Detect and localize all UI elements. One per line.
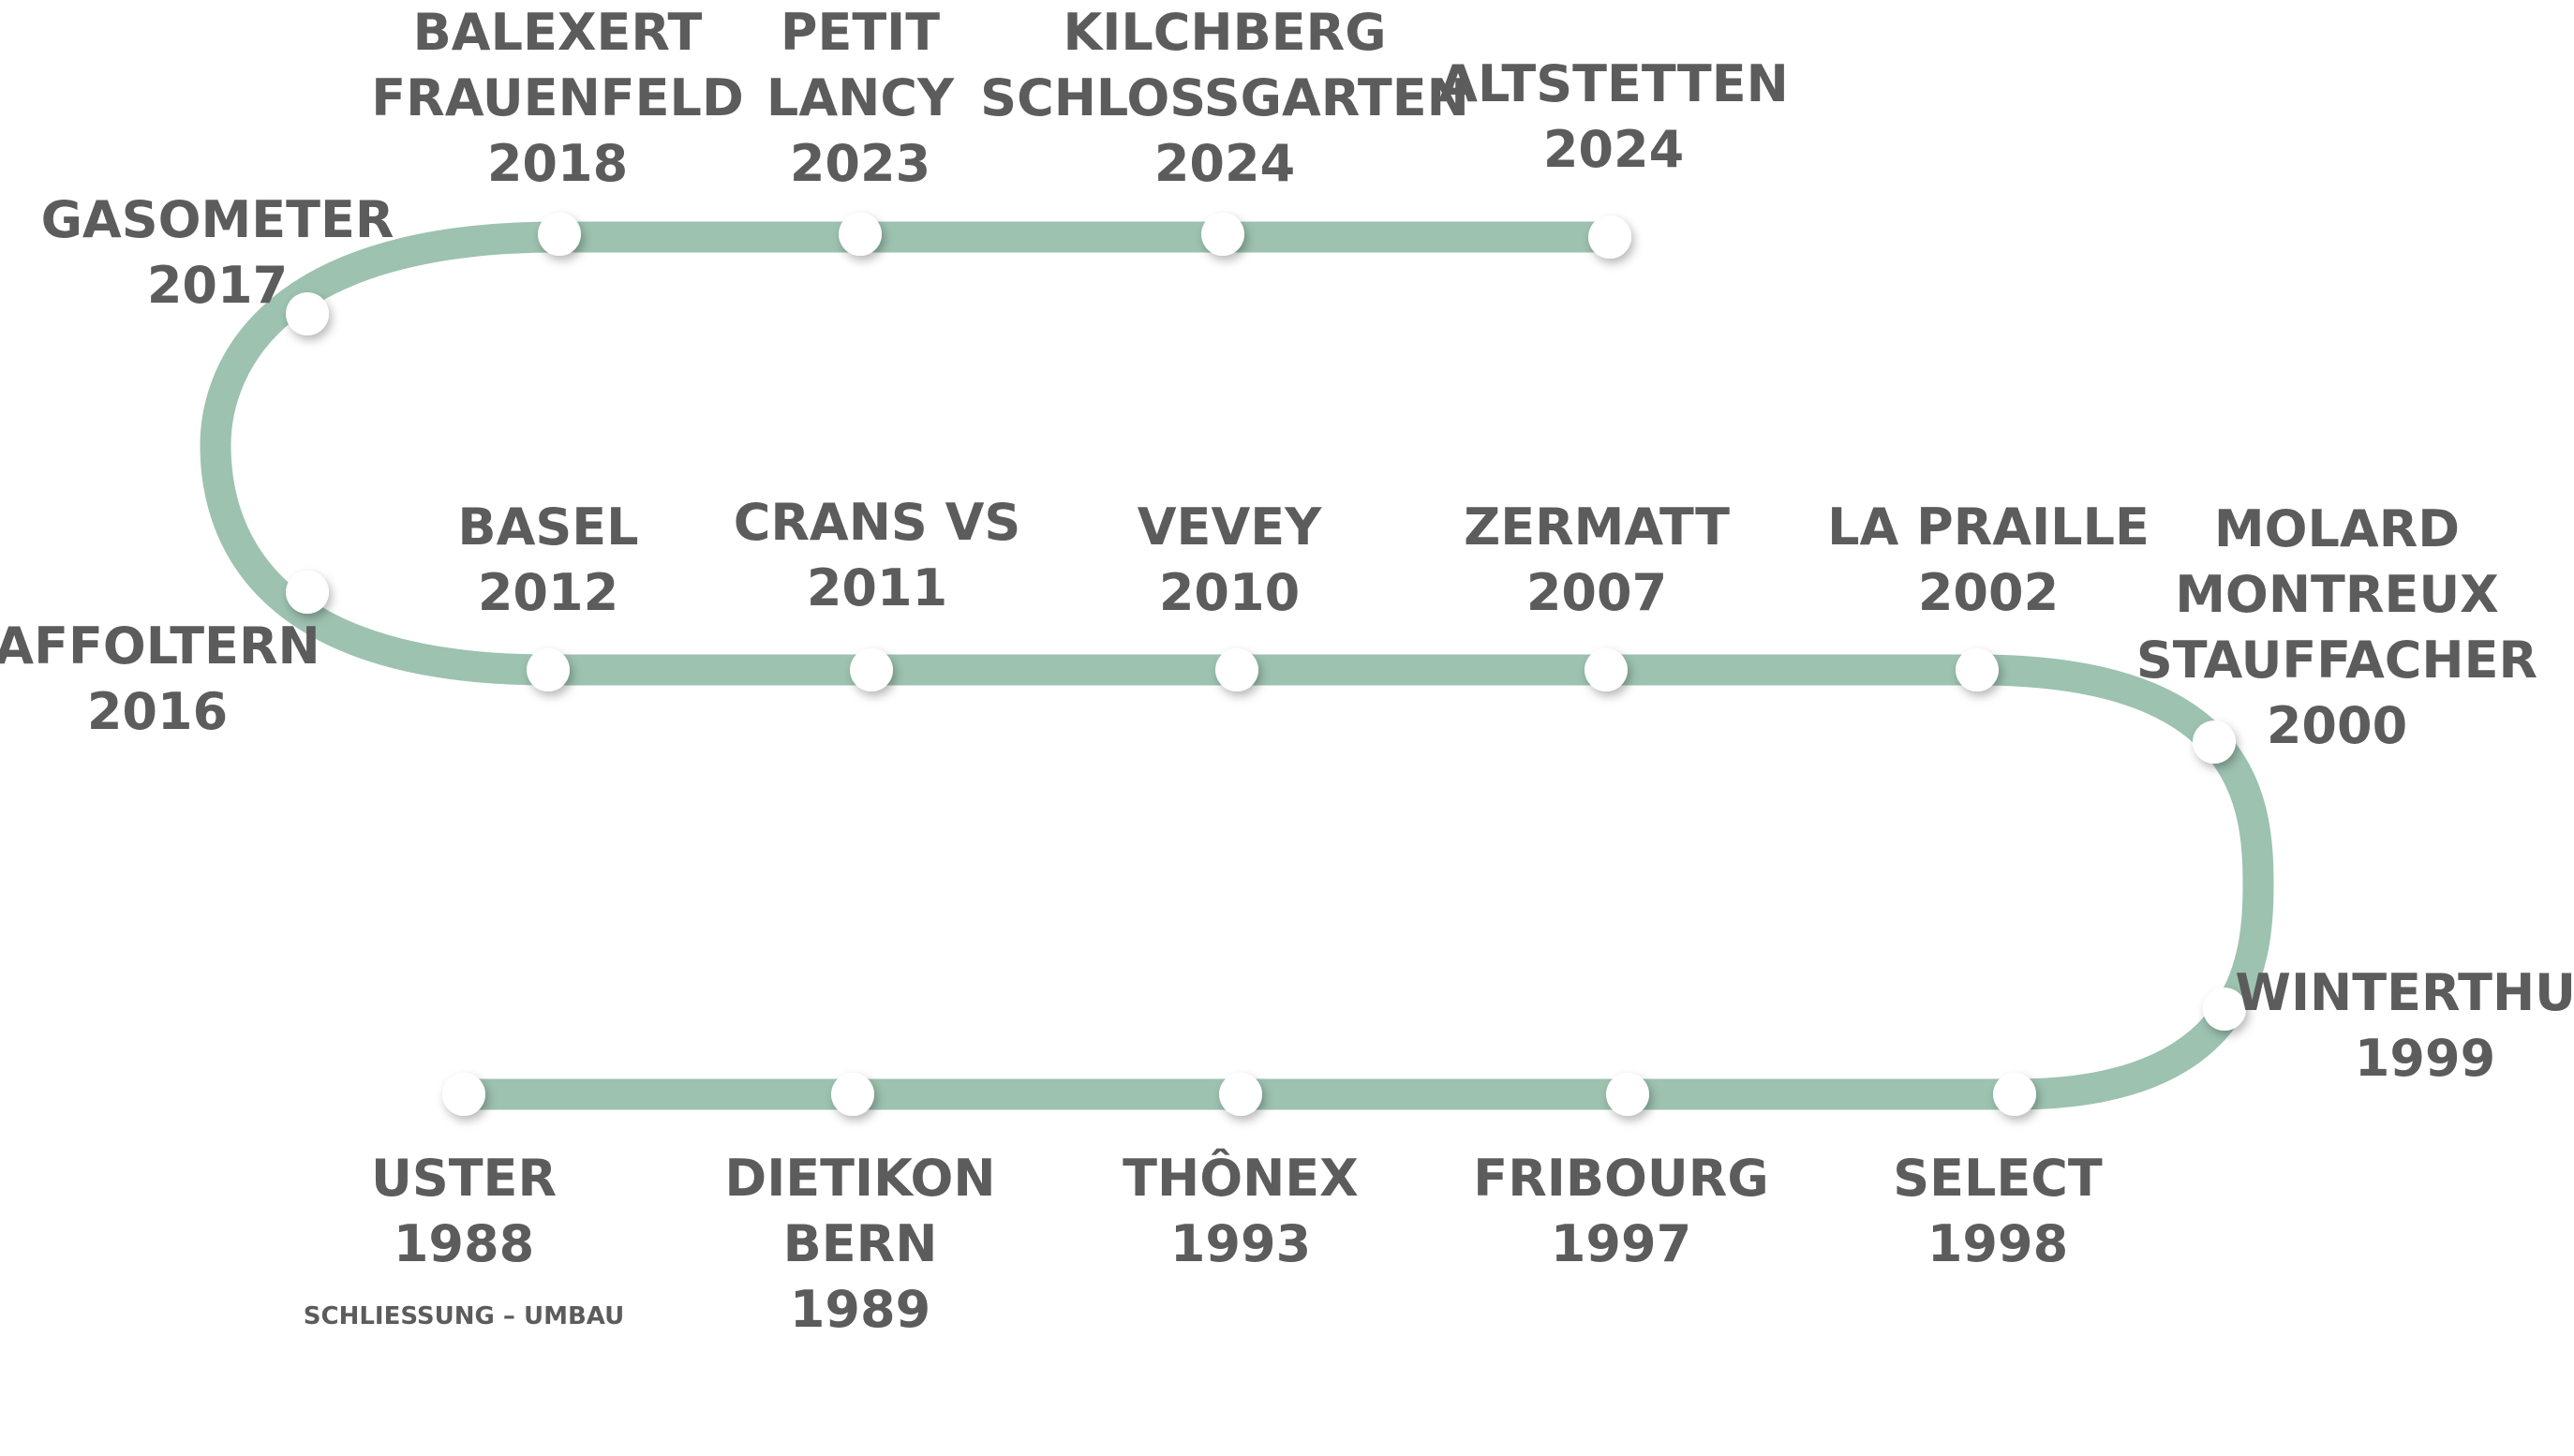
stop-label-thonex: THÔNEX 1993: [1123, 1146, 1359, 1277]
stop-marker-affoltern: [286, 571, 329, 614]
stop-label-line: VEVEY: [1137, 498, 1322, 557]
stop-label-gasometer: GASOMETER 2017: [41, 187, 394, 319]
stop-label-line: 2018: [486, 134, 629, 193]
stop-label-line: 2024: [1153, 134, 1296, 193]
stop-label-line: 1999: [2354, 1029, 2496, 1088]
stop-label-line: WINTERTHUR: [2235, 963, 2574, 1022]
stop-label-line: 2023: [789, 134, 931, 193]
stop-label-line: THÔNEX: [1123, 1149, 1359, 1208]
stop-label-line: MOLARD: [2213, 499, 2461, 558]
stop-label-line: 2011: [806, 558, 948, 617]
stop-label-line: ALTSTETTEN: [1438, 54, 1789, 113]
stop-label-line: AFFOLTERN: [0, 617, 320, 676]
stop-label-kilchberg-schlossgarten: KILCHBERG SCHLOSSGARTEN 2024: [980, 0, 1469, 197]
stop-marker-basel: [527, 648, 570, 691]
stop-label-zermatt: ZERMATT 2007: [1464, 495, 1730, 626]
stop-label-line: 2002: [1917, 563, 2060, 622]
stop-label-line: ZERMATT: [1464, 498, 1730, 557]
stop-label-winterthur: WINTERTHUR 1999: [2235, 960, 2574, 1092]
stop-label-line: BERN: [782, 1214, 938, 1273]
stop-label-line: 2024: [1542, 120, 1685, 179]
stop-label-line: DIETIKON: [724, 1149, 996, 1208]
stop-label-uster: USTER 1988: [371, 1146, 557, 1277]
stop-label-vevey: VEVEY 2010: [1138, 495, 1321, 626]
stop-note-uster: SCHLIESSUNG – UMBAU: [303, 1302, 625, 1330]
stop-label-line: 2000: [2266, 696, 2408, 755]
stop-label-line: BALEXERT: [412, 3, 703, 62]
stop-marker-dietikon-bern: [831, 1073, 874, 1116]
stop-label-line: 1988: [393, 1214, 535, 1273]
stop-label-line: PETIT: [780, 3, 941, 62]
stop-marker-la-praille: [1956, 648, 1999, 691]
stop-label-line: FRIBOURG: [1473, 1149, 1769, 1208]
stop-label-line: KILCHBERG: [1063, 3, 1387, 62]
stop-marker-uster: [442, 1073, 485, 1116]
stop-label-crans-vs: CRANS VS 2011: [734, 490, 1021, 621]
stop-label-balexert-frauenfeld: BALEXERT FRAUENFELD 2018: [371, 0, 744, 197]
stop-label-la-praille: LA PRAILLE 2002: [1827, 495, 2150, 626]
stop-label-line: 2010: [1158, 563, 1301, 622]
stop-label-line: LA PRAILLE: [1827, 498, 2150, 557]
stops-group: [286, 213, 2246, 1116]
stop-marker-kilchberg-schlossgarten: [1201, 213, 1244, 256]
stop-label-line: BASEL: [457, 498, 639, 557]
stop-label-line: SCHLOSSGARTEN: [980, 68, 1469, 127]
stop-label-altstetten: ALTSTETTEN 2024: [1438, 52, 1789, 183]
stop-label-affoltern: AFFOLTERN 2016: [0, 614, 320, 745]
stop-label-line: SELECT: [1893, 1149, 2103, 1208]
stop-marker-fribourg: [1606, 1073, 1649, 1116]
stop-label-line: 2012: [477, 563, 619, 622]
stop-marker-petit-lancy: [839, 213, 882, 256]
stop-marker-molard-montreux-stauffacher: [2193, 721, 2236, 764]
stop-marker-select: [1993, 1073, 2036, 1116]
stop-label-line: USTER: [370, 1149, 558, 1208]
stop-label-dietikon-bern: DIETIKON BERN 1989: [724, 1146, 995, 1343]
stop-label-line: 1989: [789, 1280, 931, 1339]
stop-label-line: GASOMETER: [40, 190, 394, 249]
stop-label-petit-lancy: PETIT LANCY 2023: [766, 0, 954, 197]
stop-label-molard-montreux-stauffacher: MOLARD MONTREUX STAUFFACHER 2000: [2136, 497, 2537, 759]
stop-marker-balexert-frauenfeld: [538, 213, 581, 256]
stop-marker-thonex: [1219, 1073, 1262, 1116]
stop-label-line: 2007: [1525, 563, 1668, 622]
stop-marker-zermatt: [1585, 648, 1628, 691]
stop-marker-winterthur: [2203, 988, 2246, 1031]
stop-label-line: STAUFFACHER: [2135, 631, 2538, 690]
stop-label-line: 2017: [146, 256, 289, 315]
stop-marker-gasometer: [286, 292, 329, 335]
stop-marker-altstetten: [1588, 215, 1631, 259]
stop-label-basel: BASEL 2012: [457, 495, 638, 626]
stop-label-line: LANCY: [766, 68, 955, 127]
stop-marker-vevey: [1215, 648, 1258, 691]
stop-label-line: 1993: [1169, 1214, 1312, 1273]
stop-marker-crans-vs: [850, 648, 893, 691]
stop-label-line: 1997: [1550, 1214, 1692, 1273]
stop-label-line: 2016: [86, 682, 229, 741]
stop-label-line: CRANS VS: [733, 493, 1021, 552]
stop-label-line: FRAUENFELD: [371, 68, 744, 127]
stop-label-line: MONTREUX: [2175, 565, 2499, 624]
stop-label-fribourg: FRIBOURG 1997: [1473, 1146, 1768, 1277]
stop-label-select: SELECT 1998: [1893, 1146, 2103, 1277]
stop-label-line: 1998: [1927, 1214, 2069, 1273]
